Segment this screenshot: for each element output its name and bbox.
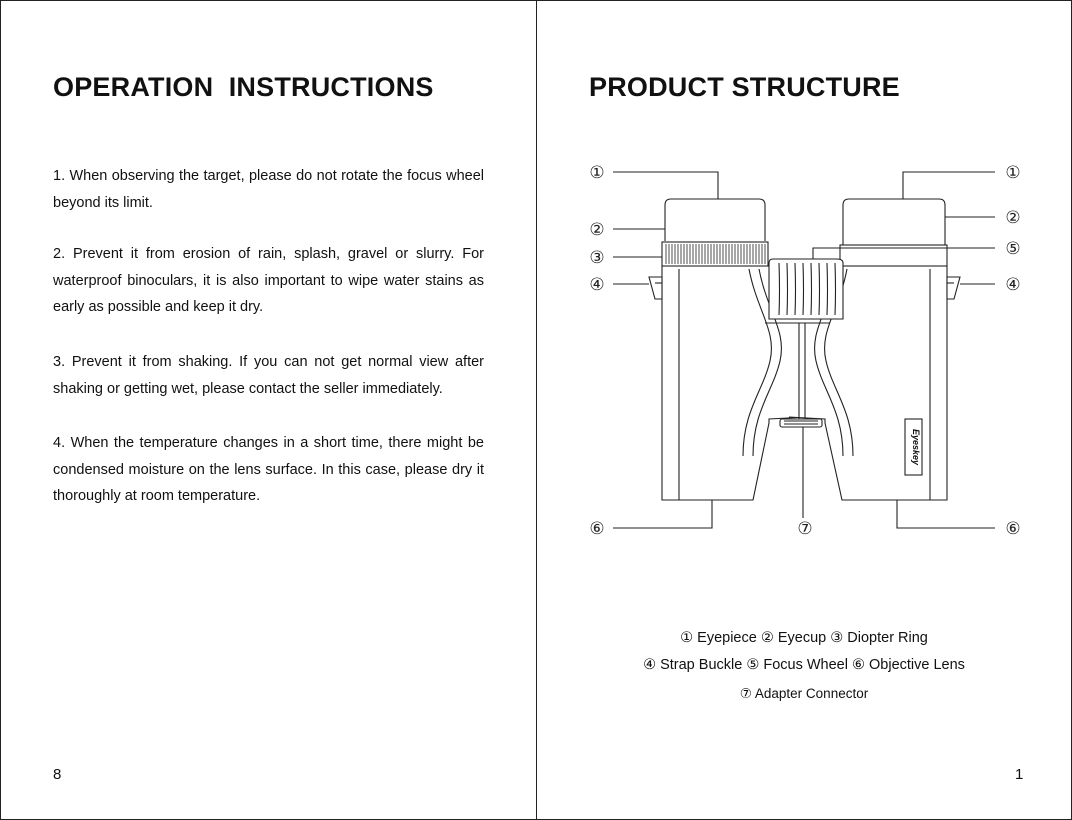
- page-gutter: [536, 1, 537, 819]
- left-barrel: [661, 265, 808, 501]
- callout-4-left: ④: [589, 275, 604, 295]
- diopter-ring: [661, 241, 769, 267]
- adapter-connector: [779, 418, 823, 428]
- page-title: OPERATION INSTRUCTIONS: [53, 72, 434, 102]
- right-eyecup: [839, 198, 948, 267]
- callout-3-left: ③: [589, 248, 604, 268]
- leader-lines: [613, 171, 995, 529]
- page-title: PRODUCT STRUCTURE: [589, 72, 900, 102]
- legend-line-1: ① Eyepiece ② Eyecup ③ Diopter Ring: [680, 630, 928, 646]
- brand-logo-text: Eyeskey: [911, 429, 921, 466]
- callout-1-right: ①: [1005, 163, 1020, 183]
- callout-6-left: ⑥: [589, 519, 604, 539]
- callout-2-left: ②: [589, 220, 604, 240]
- legend-line-2: ④ Strap Buckle ⑤ Focus Wheel ⑥ Objective…: [643, 657, 965, 673]
- focus-wheel: [768, 258, 844, 320]
- instruction-3: 3. Prevent it from shaking. If you can n…: [53, 354, 484, 397]
- callout-7: ⑦: [797, 519, 812, 539]
- page-number: 8: [53, 766, 62, 783]
- instruction-1: 1. When observing the target, please do …: [53, 168, 484, 211]
- left-eyecup: [664, 198, 766, 241]
- callout-5-right: ⑤: [1005, 239, 1020, 259]
- operation-instructions-page: OPERATION INSTRUCTIONS 1. When observing…: [1, 1, 536, 819]
- right-strap-buckle: [946, 276, 961, 300]
- legend-line-3: ⑦ Adapter Connector: [739, 686, 869, 701]
- binoculars-diagram: Eyeskey: [589, 163, 1020, 539]
- page-number: 1: [1015, 766, 1024, 783]
- callout-4-right: ④: [1005, 275, 1020, 295]
- instruction-4: 4. When the temperature changes in a sho…: [53, 435, 484, 504]
- callout-1-left: ①: [589, 163, 604, 183]
- product-structure-page: PRODUCT STRUCTURE Eyeskey: [537, 1, 1071, 819]
- callout-6-right: ⑥: [1005, 519, 1020, 539]
- instruction-2: 2. Prevent it from erosion of rain, spla…: [53, 246, 484, 315]
- callout-2-right: ②: [1005, 208, 1020, 228]
- left-strap-buckle: [648, 276, 663, 300]
